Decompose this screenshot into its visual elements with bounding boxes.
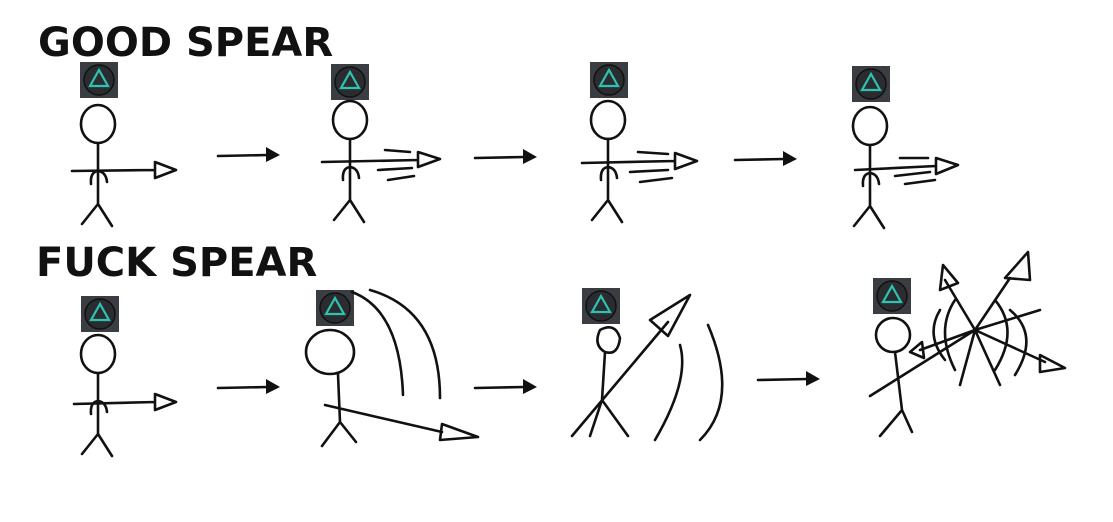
arrow-right-icon — [756, 369, 822, 388]
arrow-right-icon — [473, 147, 539, 166]
spear-icon — [580, 150, 699, 184]
good-panel-1 — [70, 60, 178, 228]
spear-icon — [570, 293, 724, 442]
spear-icon — [853, 156, 960, 186]
triangle-button-icon — [79, 294, 121, 334]
arrow-right-icon — [216, 145, 282, 164]
triangle-button-icon — [588, 60, 630, 100]
triangle-button-icon — [871, 276, 913, 316]
arrow-right-icon — [473, 377, 539, 396]
triangle-button-icon — [580, 286, 622, 326]
good-panel-3 — [580, 60, 699, 224]
triangle-button-icon — [850, 64, 892, 104]
bad-panel-3 — [570, 286, 724, 442]
spear-icon — [70, 160, 178, 180]
good-spear-heading: GOOD SPEAR — [38, 20, 334, 66]
bad-spear-heading: FUCK SPEAR — [36, 240, 318, 286]
bad-panel-1 — [72, 294, 178, 458]
triangle-button-icon — [314, 288, 356, 328]
triangle-button-icon — [78, 60, 120, 100]
spear-icon — [320, 288, 480, 448]
bad-panel-4 — [868, 250, 1067, 438]
spear-icon — [320, 148, 442, 182]
arrow-right-icon — [733, 149, 799, 168]
stick-figure-icon — [79, 103, 117, 228]
stick-figure-icon — [79, 333, 117, 458]
triangle-button-icon — [329, 62, 371, 102]
spear-icon — [868, 250, 1067, 438]
arrow-right-icon — [216, 377, 282, 396]
good-panel-4 — [850, 64, 960, 230]
spear-icon — [72, 392, 178, 412]
bad-panel-2 — [304, 288, 480, 448]
good-panel-2 — [320, 62, 442, 224]
